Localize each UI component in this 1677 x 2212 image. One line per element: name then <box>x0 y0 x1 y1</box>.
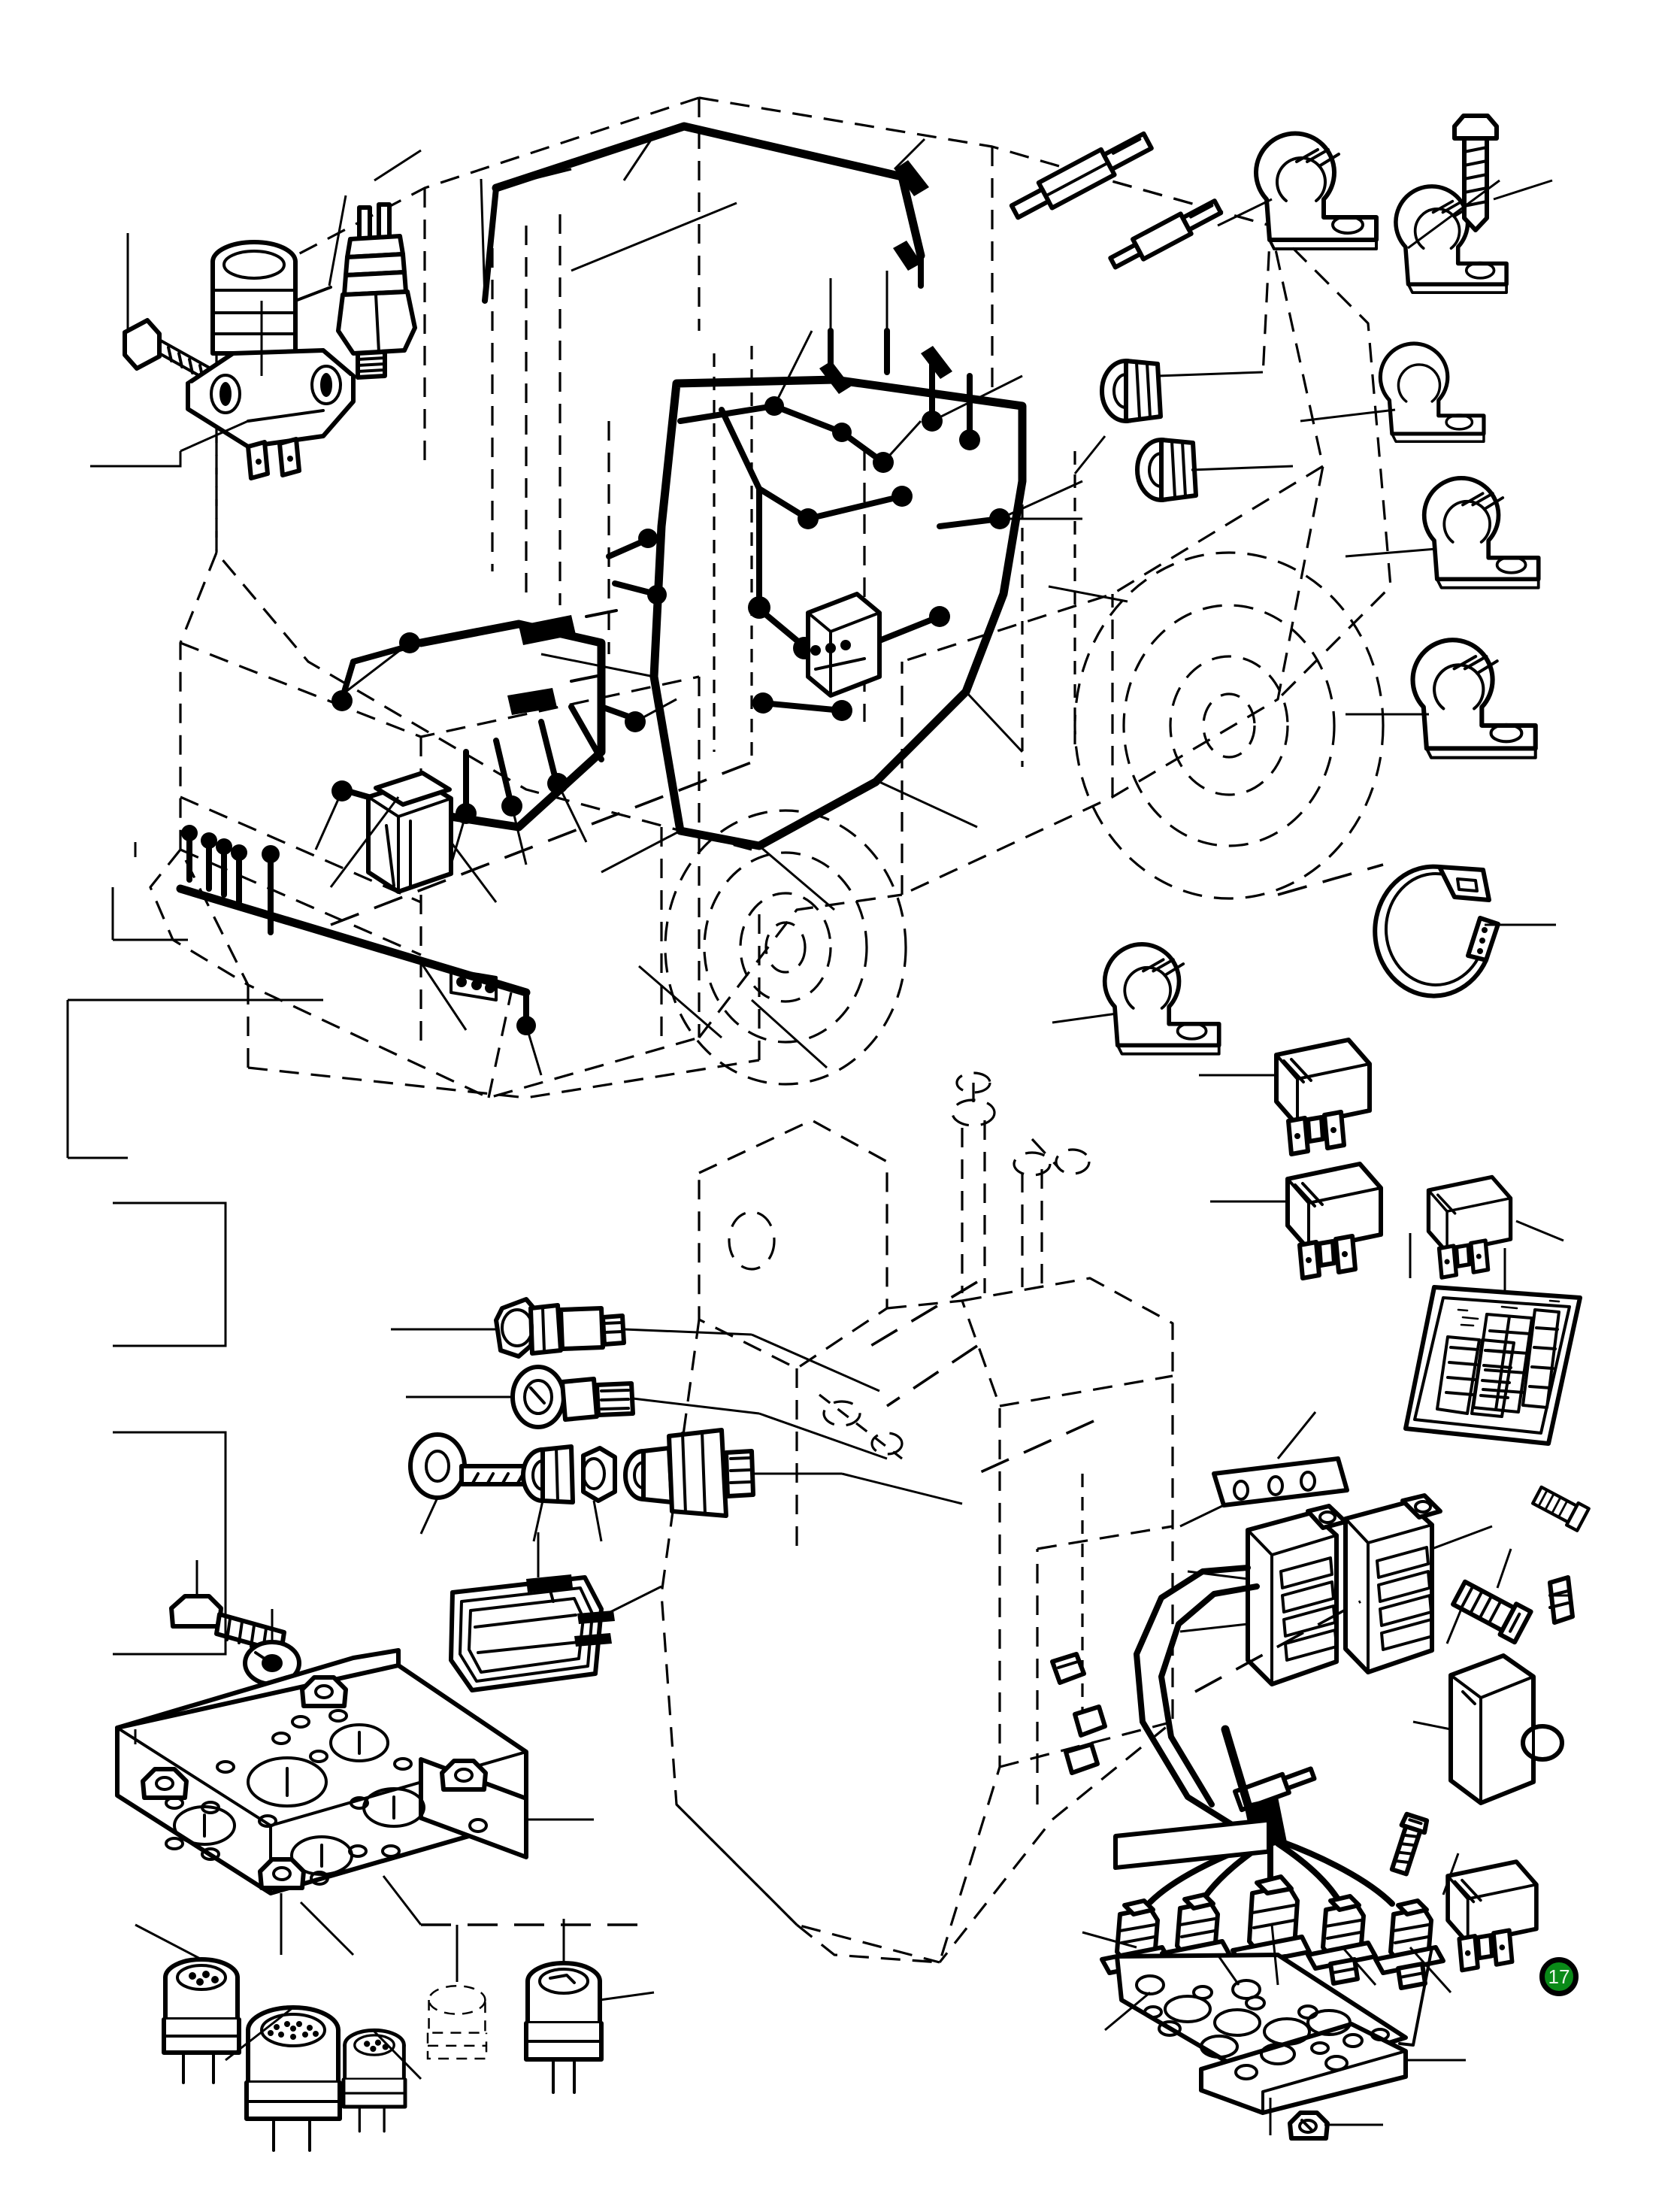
callout-badge-17[interactable]: 17 <box>1539 1957 1579 1996</box>
relays <box>1274 1038 1539 1973</box>
toggle-switch-panel <box>1100 1725 1445 2141</box>
battery-junction-box <box>366 771 453 894</box>
fuse-panel-decal <box>1403 1285 1582 1446</box>
panel-nut <box>258 1857 306 1890</box>
ignition-switch-assembly <box>408 1428 755 1518</box>
console-phantom-outline <box>660 1071 1174 1964</box>
clamp-bolt <box>1452 114 1499 232</box>
panel-nut <box>440 1759 488 1792</box>
rubber-grommets <box>1100 359 1198 502</box>
fuse-blocks <box>1050 1456 1591 1838</box>
callout-badge-label: 17 <box>1548 1965 1570 1988</box>
headlamp <box>449 1574 615 1692</box>
leader-lines <box>66 135 1571 2135</box>
cable-tie <box>1373 864 1500 998</box>
cable-clamps <box>1102 114 1541 1056</box>
panel-nut <box>141 1767 189 1800</box>
gauge-mounting-panel <box>115 1594 528 1895</box>
indicator-lamp-lower <box>510 1365 635 1429</box>
indicator-lamp-upper <box>494 1297 626 1359</box>
temperature-sender-switch <box>336 202 417 380</box>
panel-nut <box>300 1675 348 1708</box>
sender-connector-plugs <box>162 1957 604 2152</box>
inline-butt-connectors <box>1009 131 1224 270</box>
